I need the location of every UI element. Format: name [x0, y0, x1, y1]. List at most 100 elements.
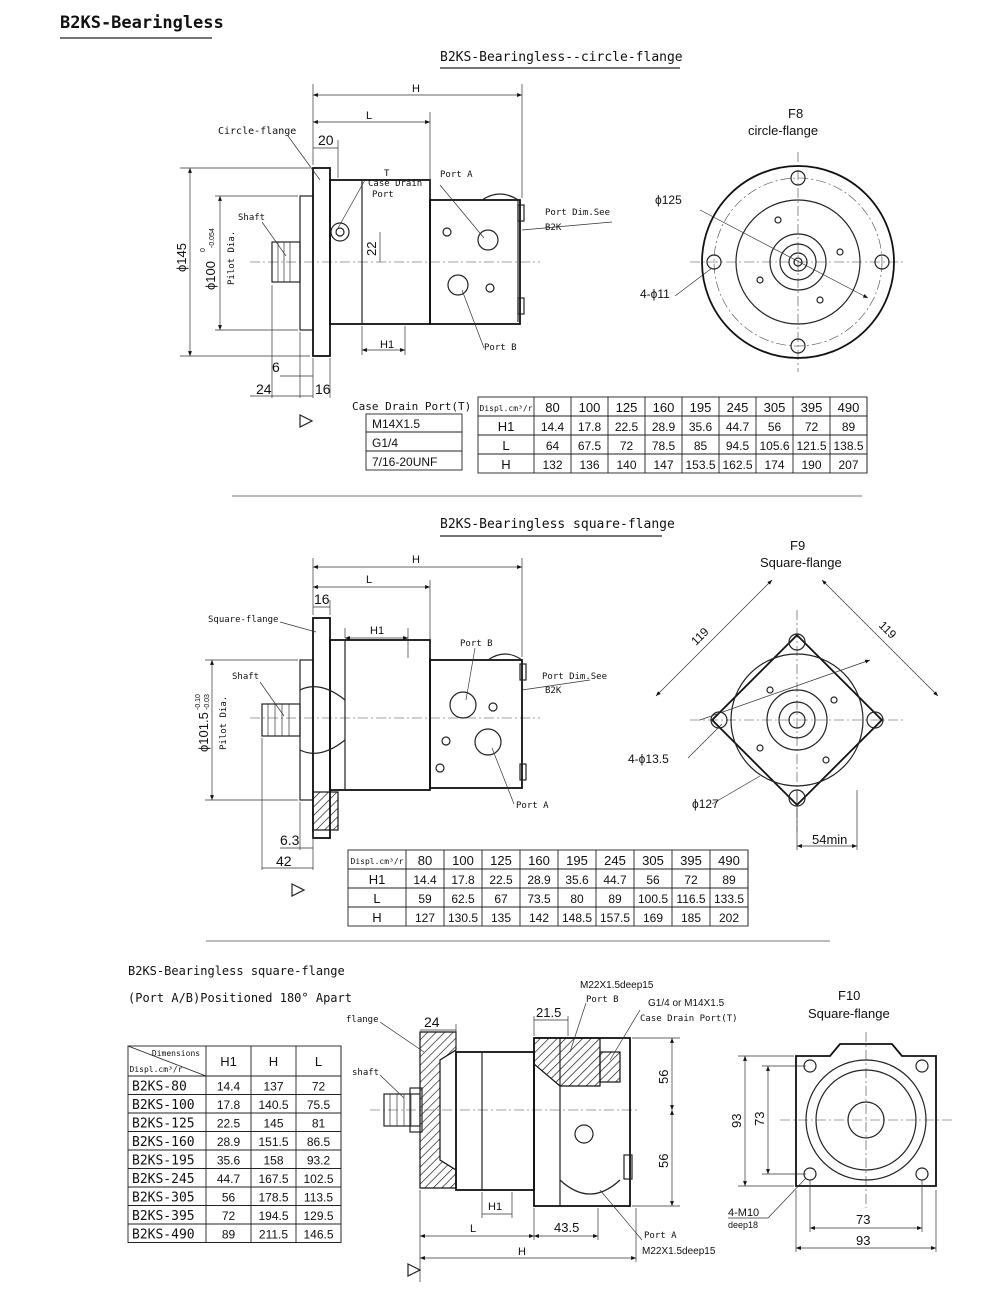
- svg-text:H1: H1: [370, 625, 384, 637]
- svg-text:54min: 54min: [812, 832, 847, 847]
- model-cell: 146.5: [303, 1228, 333, 1242]
- table-cell: 157.5: [600, 911, 630, 925]
- table-col-80: 80: [418, 853, 432, 868]
- svg-text:L: L: [366, 574, 372, 586]
- table-row-label: L: [373, 891, 380, 906]
- table-cell: 85: [694, 439, 708, 453]
- table-col-490: 490: [718, 853, 740, 868]
- svg-text:93: 93: [856, 1233, 870, 1248]
- table-cell: 80: [570, 892, 584, 906]
- dim-phi100: ϕ100: [203, 261, 218, 290]
- table-col-100: 100: [452, 853, 474, 868]
- svg-text:119: 119: [688, 624, 712, 648]
- svg-text:G1/4 or M14X1.5: G1/4 or M14X1.5: [648, 998, 725, 1009]
- table-cell: 35.6: [565, 873, 589, 887]
- model-cell: 22.5: [217, 1117, 241, 1131]
- svg-text:Pilot Dia.: Pilot Dia.: [219, 696, 229, 750]
- table-cell: 89: [722, 873, 736, 887]
- model-col-H1: H1: [220, 1054, 237, 1069]
- table-cell: 44.7: [726, 420, 750, 434]
- table-cell: 133.5: [714, 892, 744, 906]
- model-name: B2KS-490: [132, 1228, 195, 1243]
- svg-text:B2K: B2K: [545, 686, 562, 696]
- table-cell: 44.7: [603, 873, 627, 887]
- model-cell: 75.5: [307, 1098, 331, 1112]
- model-cell: 129.5: [303, 1209, 333, 1223]
- table-cell: 100.5: [638, 892, 668, 906]
- table-cell: 35.6: [689, 420, 713, 434]
- table-cell: 190: [801, 458, 821, 472]
- svg-text:56: 56: [656, 1154, 671, 1168]
- label-square-flange: Square-flange: [208, 615, 278, 625]
- svg-text:-0.03: -0.03: [204, 694, 211, 710]
- label-pilot: Pilot Dia.: [227, 231, 237, 285]
- table-col-395: 395: [680, 853, 702, 868]
- dim-h1: H1: [380, 339, 394, 351]
- svg-text:43.5: 43.5: [554, 1220, 579, 1235]
- section1-title: B2KS-Bearingless--circle-flange: [440, 50, 683, 65]
- model-cell: 167.5: [258, 1172, 288, 1186]
- table-cell: 105.6: [759, 439, 789, 453]
- svg-text:Port B: Port B: [586, 995, 619, 1005]
- svg-text:119: 119: [876, 618, 900, 642]
- table-cell: 132: [542, 458, 562, 472]
- f9-title: F9: [790, 538, 805, 553]
- svg-text:H1: H1: [488, 1201, 502, 1213]
- model-cell: 81: [312, 1117, 326, 1131]
- svg-text:73: 73: [856, 1212, 870, 1227]
- table-cell: 162.5: [722, 458, 752, 472]
- label-t: T: [384, 169, 390, 179]
- table-cell: 72: [684, 873, 698, 887]
- drain-row-2: 7/16-20UNF: [372, 455, 437, 469]
- model-cell: 113.5: [304, 1191, 333, 1205]
- model-cell: 89: [222, 1228, 236, 1242]
- model-cell: 14.4: [217, 1080, 241, 1094]
- table-cell: 28.9: [652, 420, 676, 434]
- svg-text:93: 93: [729, 1114, 744, 1128]
- model-cell: 86.5: [307, 1135, 331, 1149]
- svg-text:24: 24: [424, 1014, 440, 1030]
- svg-text:ϕ127: ϕ127: [692, 797, 719, 811]
- table-col-160: 160: [528, 853, 550, 868]
- model-cell: 35.6: [217, 1154, 241, 1168]
- table-cell: 121.5: [796, 439, 826, 453]
- svg-text:-0.054: -0.054: [209, 228, 216, 248]
- dim-l: L: [366, 110, 372, 122]
- table-col-125: 125: [490, 853, 512, 868]
- table-cell: 64: [546, 439, 560, 453]
- drain-table-header: Case Drain Port(T): [352, 400, 471, 413]
- dim-16: 16: [315, 381, 331, 397]
- table-cell: 138.5: [833, 439, 863, 453]
- model-name: B2KS-160: [132, 1135, 195, 1150]
- svg-text:M22X1.5deep15: M22X1.5deep15: [642, 1246, 716, 1257]
- section3-end-view: [728, 1032, 952, 1252]
- svg-text:73: 73: [752, 1112, 767, 1126]
- table-cell: 67.5: [578, 439, 602, 453]
- table-cell: 22.5: [489, 873, 513, 887]
- table-cell: 56: [646, 873, 660, 887]
- model-cell: 72: [222, 1209, 236, 1223]
- f8-title: F8: [788, 106, 803, 121]
- svg-text:Port A: Port A: [644, 1231, 677, 1241]
- table-cell: 174: [764, 458, 784, 472]
- section3-title: B2KS-Bearingless square-flange: [128, 964, 345, 978]
- dim-6: 6: [272, 359, 280, 375]
- table-row-label: H: [501, 457, 510, 472]
- table-cell: 59: [418, 892, 432, 906]
- label-port-b: Port B: [484, 343, 517, 353]
- label-case-drain: Case Drain: [368, 179, 422, 189]
- f9-subtitle: Square-flange: [760, 555, 842, 570]
- table-cell: 148.5: [562, 911, 592, 925]
- model-cell: 28.9: [217, 1135, 241, 1149]
- svg-text:6.3: 6.3: [280, 832, 300, 848]
- table-cell: 73.5: [527, 892, 551, 906]
- table-col-245: 245: [604, 853, 626, 868]
- table-cell: 169: [643, 911, 663, 925]
- table-cell: 14.4: [541, 420, 565, 434]
- table-cell: 94.5: [726, 439, 750, 453]
- drain-row-1: G1/4: [372, 436, 398, 450]
- table-row-label: L: [502, 438, 509, 453]
